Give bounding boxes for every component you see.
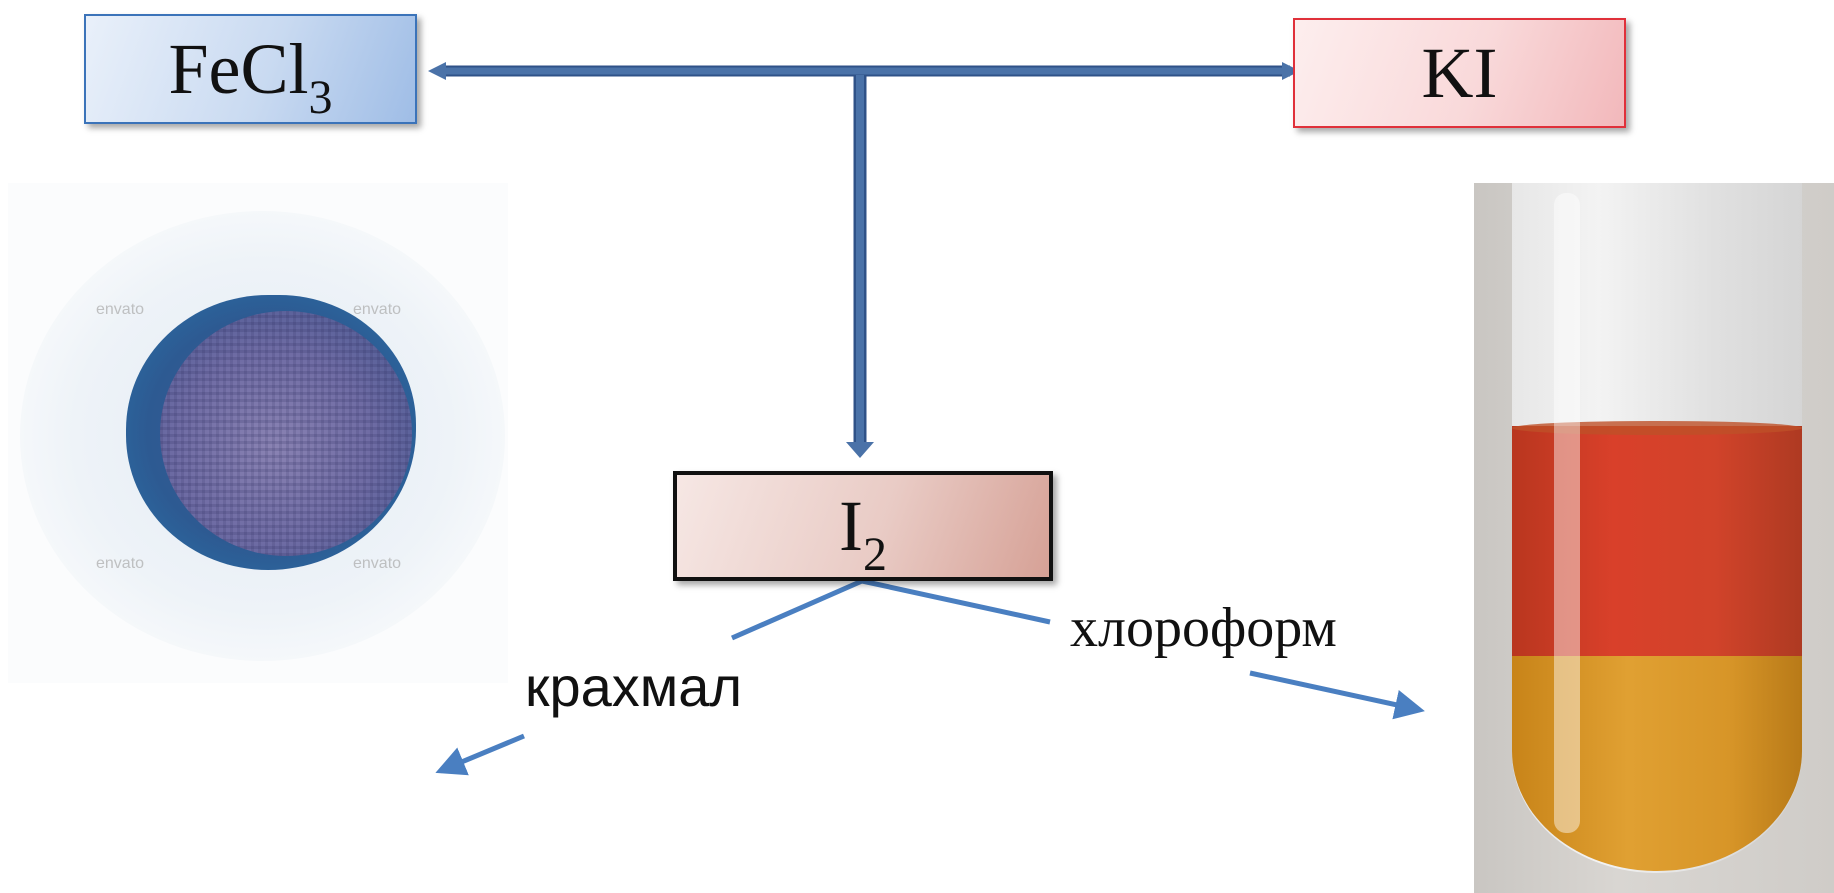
watermark-text: envato [353, 301, 402, 318]
chloroform-test-tube-image [1474, 183, 1834, 893]
tube-meniscus [1512, 421, 1802, 435]
vertical-product-arrow [846, 75, 874, 458]
branch-lines [435, 578, 1425, 776]
fecl3-subscript: 3 [308, 70, 333, 124]
i2-subscript: 2 [862, 527, 887, 581]
horizontal-reaction-arrow [428, 62, 1300, 80]
tube-upper-layer [1512, 426, 1802, 656]
reagent-box-ki: KI [1293, 18, 1626, 128]
chloroform-label: хлороформ [1070, 597, 1337, 659]
tube-glare [1554, 193, 1580, 833]
spot-inner-stain [160, 311, 412, 556]
watermark-text: envato [96, 555, 145, 572]
starch-iodine-spot-image: envato envato envato envato [8, 183, 508, 683]
watermark-text: envato [353, 555, 402, 572]
i2-formula: I [839, 485, 863, 566]
watermark-text: envato [96, 301, 145, 318]
starch-label: крахмал [525, 655, 743, 718]
tube-lower-layer [1512, 656, 1802, 871]
fecl3-formula: FeCl [168, 28, 309, 109]
ki-formula: KI [1421, 32, 1498, 113]
